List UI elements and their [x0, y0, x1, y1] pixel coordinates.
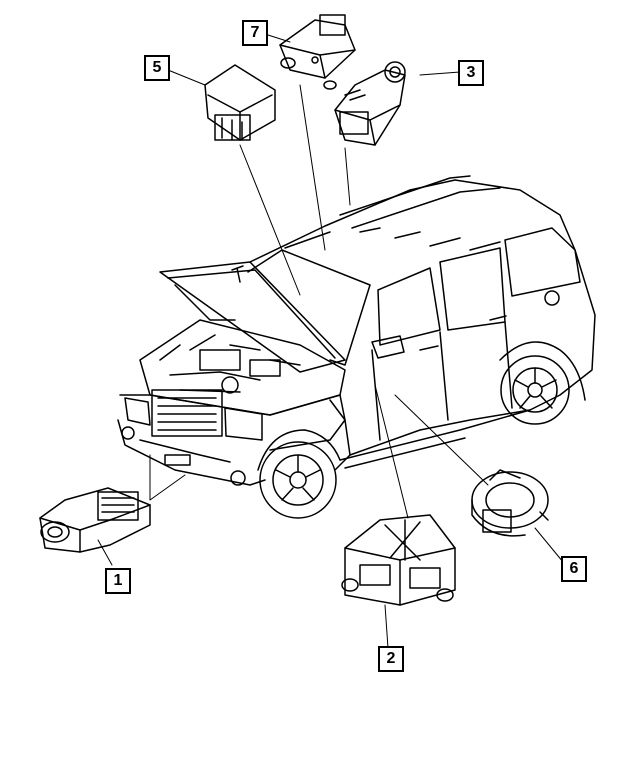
callout-3: 3	[458, 60, 484, 86]
restraint-controller-part-2	[341, 514, 456, 606]
leader-2-body	[374, 384, 409, 519]
impact-sensor-side-part-3	[334, 61, 406, 146]
leader-2	[384, 604, 389, 649]
leader-7-body	[299, 84, 326, 251]
leader-1	[149, 454, 186, 501]
impact-sensor-front-part-1	[39, 487, 151, 553]
leader-5	[167, 69, 206, 86]
callout-2: 2	[378, 646, 404, 672]
leader-6-body	[394, 394, 489, 486]
leader-7	[267, 34, 291, 43]
callout-5: 5	[144, 55, 170, 81]
clockspring-part-6	[471, 469, 549, 537]
vehicle-illustration	[117, 175, 596, 519]
impact-sensor-top-part-7	[279, 14, 356, 90]
leader-5-body	[239, 144, 301, 296]
callout-6: 6	[561, 556, 587, 582]
control-module-part-5	[204, 64, 276, 141]
leader-3	[419, 71, 461, 76]
callout-1: 1	[105, 568, 131, 594]
leader-3-body	[344, 147, 351, 206]
leader-1-label	[97, 539, 113, 566]
callout-7: 7	[242, 20, 268, 46]
